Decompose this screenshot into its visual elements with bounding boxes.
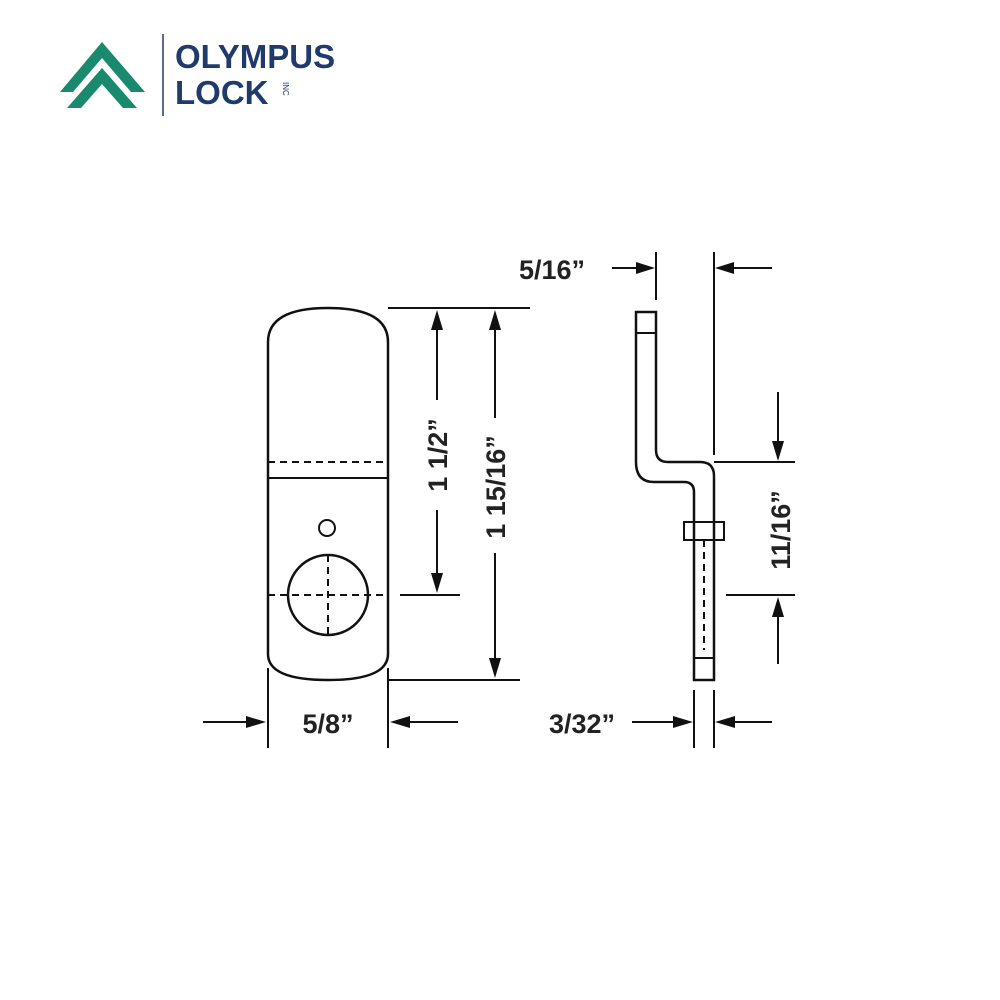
dimension-offset-lower: 11/16” <box>766 392 796 664</box>
dimension-label-offset-top: 5/16” <box>519 255 585 285</box>
dimension-label-offset-lower: 11/16” <box>766 490 796 570</box>
side-pin <box>683 521 725 541</box>
cam-side-view <box>634 310 725 682</box>
brand-suffix: INC <box>281 82 290 96</box>
cam-outline <box>266 306 390 682</box>
dimension-label-thickness: 3/32” <box>549 709 615 739</box>
dimension-label-hole-to-top: 1 1/2” <box>423 418 453 492</box>
front-extension-lines <box>267 307 530 748</box>
dimension-label-width-front: 5/8” <box>302 709 353 739</box>
dimension-offset-top: 5/16” <box>519 255 772 285</box>
brand-name-line2: LOCK <box>175 74 269 111</box>
pin-hole <box>318 519 336 537</box>
cam-side-profile <box>634 310 716 682</box>
cam-front-view <box>266 306 390 682</box>
dimension-overall-length: 1 15/16” <box>481 310 511 678</box>
dimension-hole-to-top: 1 1/2” <box>423 310 453 593</box>
olympus-lock-logo: OLYMPUS LOCK INC <box>60 34 335 116</box>
dimension-thickness: 3/32” <box>549 709 772 739</box>
mountain-icon <box>60 42 145 108</box>
dimension-width-front: 5/8” <box>203 709 458 739</box>
brand-name-line1: OLYMPUS <box>175 38 335 75</box>
dimension-label-overall-length: 1 15/16” <box>481 435 511 539</box>
side-extension-lines <box>655 252 795 748</box>
